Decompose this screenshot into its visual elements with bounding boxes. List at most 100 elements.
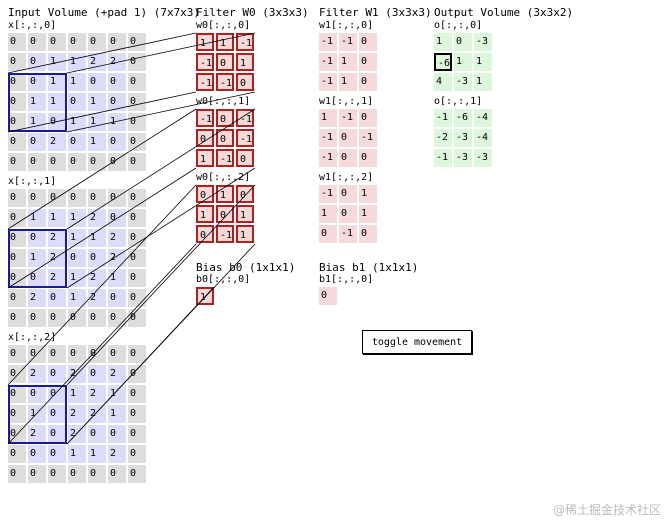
input-cell: 0 xyxy=(88,465,106,483)
output-cell: -1 xyxy=(434,149,452,167)
input-cell: 2 xyxy=(88,209,106,227)
input-cell: 1 xyxy=(108,113,126,131)
input-cell: 0 xyxy=(128,269,146,287)
input-cell: 0 xyxy=(88,309,106,327)
w0-cell: 0 xyxy=(196,225,214,243)
input-cell: 0 xyxy=(108,309,126,327)
w1-cell: 0 xyxy=(359,225,377,243)
filter-w1-title: Filter W1 (3x3x3) xyxy=(319,6,432,19)
input-cell: 0 xyxy=(48,425,66,443)
w0-cell: 0 xyxy=(216,53,234,71)
input-cell: 0 xyxy=(108,465,126,483)
input-slice-label: x[:,:,1] xyxy=(8,176,57,187)
connection-line xyxy=(7,32,197,74)
w0-cell: 0 xyxy=(196,129,214,147)
w0-cell: -1 xyxy=(196,109,214,127)
input-cell: 2 xyxy=(108,445,126,463)
input-cell: 2 xyxy=(28,289,46,307)
input-cell: 0 xyxy=(128,93,146,111)
w0-cell: -1 xyxy=(196,53,214,71)
input-cell: 0 xyxy=(8,189,26,207)
w0-cell: -1 xyxy=(216,149,234,167)
connection-line xyxy=(66,108,256,230)
input-cell: 0 xyxy=(28,73,46,91)
input-cell: 0 xyxy=(8,309,26,327)
input-cell: 0 xyxy=(128,209,146,227)
w0-cell: -1 xyxy=(216,225,234,243)
input-cell: 0 xyxy=(28,153,46,171)
input-cell: 2 xyxy=(88,53,106,71)
input-cell: 1 xyxy=(68,269,86,287)
w1-cell: 0 xyxy=(359,73,377,91)
output-cell: 1 xyxy=(454,53,472,71)
output-cell: -3 xyxy=(474,149,492,167)
connection-line xyxy=(7,184,197,386)
toggle-movement-button[interactable]: toggle movement xyxy=(362,330,472,354)
w1-slice-label: w1[:,:,2] xyxy=(319,172,374,183)
output-cell: -6 xyxy=(434,53,452,71)
output-cell: -4 xyxy=(474,129,492,147)
input-cell: 0 xyxy=(8,153,26,171)
input-cell: 0 xyxy=(128,73,146,91)
bias-b1-title: Bias b1 (1x1x1) xyxy=(319,261,419,274)
input-volume-title: Input Volume (+pad 1) (7x7x3) xyxy=(8,6,201,19)
input-cell: 0 xyxy=(128,405,146,423)
connection-line xyxy=(7,91,197,133)
w1-cell: -1 xyxy=(319,149,337,167)
w1-cell: 0 xyxy=(339,185,357,203)
input-cell: 0 xyxy=(8,229,26,247)
input-cell: 1 xyxy=(108,405,126,423)
input-cell: 0 xyxy=(8,113,26,131)
w1-cell: -1 xyxy=(359,129,377,147)
input-cell: 2 xyxy=(48,229,66,247)
connection-line xyxy=(66,167,256,289)
output-cell: -2 xyxy=(434,129,452,147)
w1-cell: -1 xyxy=(339,33,357,51)
input-cell: 0 xyxy=(88,425,106,443)
input-cell: 0 xyxy=(48,445,66,463)
w0-cell: 0 xyxy=(236,73,254,91)
input-cell: 2 xyxy=(88,385,106,403)
input-cell: 1 xyxy=(48,209,66,227)
input-cell: 1 xyxy=(68,209,86,227)
input-cell: 0 xyxy=(28,53,46,71)
w0-cell: 0 xyxy=(236,185,254,203)
input-cell: 0 xyxy=(128,309,146,327)
input-cell: 0 xyxy=(108,73,126,91)
w0-cell: 1 xyxy=(236,53,254,71)
input-cell: 1 xyxy=(68,229,86,247)
input-cell: 0 xyxy=(48,405,66,423)
bias1-label: b1[:,:,0] xyxy=(319,274,374,285)
input-cell: 0 xyxy=(68,309,86,327)
w1-slice-label: w1[:,:,0] xyxy=(319,20,374,31)
input-receptive-field-highlight xyxy=(8,229,67,288)
input-cell: 1 xyxy=(88,229,106,247)
w1-cell: -1 xyxy=(319,73,337,91)
output-cell: 4 xyxy=(434,73,452,91)
input-cell: 1 xyxy=(48,73,66,91)
output-cell: -3 xyxy=(454,129,472,147)
input-cell: 0 xyxy=(28,269,46,287)
output-cell: -4 xyxy=(474,109,492,127)
w0-cell: 0 xyxy=(216,109,234,127)
connection-line xyxy=(66,32,256,74)
input-cell: 0 xyxy=(8,249,26,267)
input-cell: 2 xyxy=(28,365,46,383)
output-cell: -3 xyxy=(474,33,492,51)
input-cell: 2 xyxy=(88,405,106,423)
input-receptive-field-highlight xyxy=(8,73,67,132)
input-cell: 0 xyxy=(8,33,26,51)
w0-slice-label: w0[:,:,2] xyxy=(196,172,251,183)
connection-line xyxy=(66,91,256,133)
w1-cell: 0 xyxy=(359,109,377,127)
input-cell: 0 xyxy=(28,309,46,327)
input-cell: 0 xyxy=(48,385,66,403)
input-cell: 0 xyxy=(128,133,146,151)
input-cell: 1 xyxy=(88,133,106,151)
filter-w0-title: Filter W0 (3x3x3) xyxy=(196,6,309,19)
w1-cell: -1 xyxy=(339,109,357,127)
input-cell: 0 xyxy=(48,465,66,483)
w0-cell: 1 xyxy=(236,205,254,223)
w0-cell: 0 xyxy=(236,149,254,167)
